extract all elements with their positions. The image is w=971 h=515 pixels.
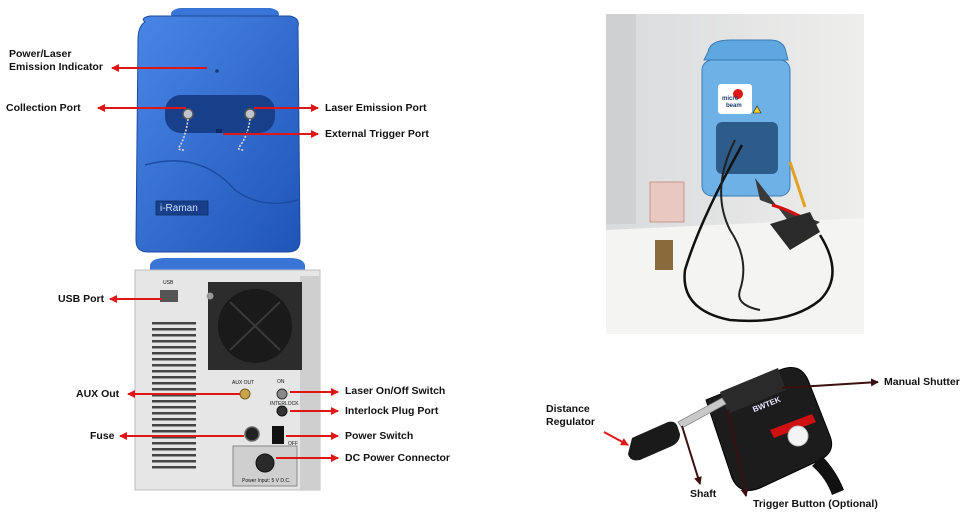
- probe-red-stripe: [770, 414, 816, 438]
- label-power-laser-indicator: Power/Laser Emission Indicator: [9, 48, 103, 73]
- usb-socket: [160, 290, 178, 302]
- fiber-cable-1: [683, 144, 834, 323]
- front-body: [135, 15, 301, 253]
- chain-right: [237, 118, 251, 151]
- vent-slots: [152, 322, 196, 469]
- trigger-button-disc: [787, 425, 809, 447]
- interlock-socket: [276, 405, 288, 417]
- power-rocker: [272, 426, 284, 444]
- table-surface: [606, 218, 864, 334]
- photo-logo-line1: micro: [722, 96, 739, 102]
- label-usb-port: USB Port: [58, 293, 105, 305]
- label-distance-regulator: Distance Regulator: [546, 403, 596, 428]
- label-shaft: Shaft: [690, 488, 717, 500]
- box-on-table: [649, 181, 685, 223]
- rear-aux-text: AUX OUT: [232, 380, 255, 386]
- label-external-trigger-port: External Trigger Port: [325, 128, 429, 140]
- photo-logo-box: [718, 84, 752, 114]
- stand-base: [655, 240, 673, 270]
- rear-view: [134, 258, 321, 491]
- label-aux-out: AUX Out: [76, 388, 120, 400]
- photo-logo-line2: beam: [726, 103, 742, 109]
- fiber-cable-2: [720, 139, 761, 311]
- label-laser-switch: Laser On/Off Switch: [345, 385, 446, 397]
- aux-out-connector: [239, 388, 251, 400]
- arrow-manual-shutter: [781, 378, 879, 389]
- label-collection-port: Collection Port: [6, 102, 81, 114]
- pen: [788, 161, 807, 208]
- label-dc-power-connector: DC Power Connector: [345, 452, 451, 464]
- photo-port-recess: [716, 122, 778, 174]
- port-recess: [165, 95, 275, 133]
- collection-port-connector: [182, 108, 194, 120]
- label-trigger-button: Trigger Button (Optional): [753, 498, 878, 510]
- screw: [206, 292, 214, 300]
- rear-interlock-text: INTERLOCK: [270, 401, 299, 407]
- rear-on-text: ON: [277, 379, 285, 385]
- arrow-shaft: [681, 425, 702, 485]
- probe-cable: [812, 456, 844, 495]
- body-curve: [144, 160, 299, 205]
- laser-key-switch: [276, 388, 288, 400]
- arrow-distance-regulator: [603, 431, 629, 446]
- laser-warning-sign: [752, 105, 762, 114]
- rear-off-text: OFF: [288, 441, 298, 447]
- front-view: [135, 8, 301, 253]
- probe-photo: [628, 367, 844, 495]
- annotation-arrows: [97, 64, 879, 497]
- label-laser-emission-port: Laser Emission Port: [325, 102, 427, 114]
- front-brand-text: i-Raman: [160, 203, 198, 214]
- dc-connector: [255, 453, 275, 473]
- chain-left: [177, 118, 189, 151]
- probe-shaft: [677, 397, 727, 429]
- label-fuse: Fuse: [90, 430, 115, 442]
- arrow-trigger-button: [727, 409, 749, 497]
- fuse-holder: [244, 426, 260, 442]
- rear-usb-text: USB: [163, 280, 174, 286]
- setup-photo: [606, 14, 864, 334]
- laser-port-connector: [244, 108, 256, 120]
- brand-badge: [155, 200, 209, 216]
- dc-panel: [232, 445, 298, 487]
- photo-probe: [770, 212, 820, 250]
- trigger-port: [216, 129, 222, 133]
- label-power-switch: Power Switch: [345, 430, 414, 442]
- label-manual-shutter: Manual Shutter: [884, 376, 960, 388]
- rear-power-input-text: Power Input: 5 V D.C.: [242, 478, 291, 484]
- distance-regulator-tip: [628, 421, 680, 461]
- photo-device-handle: [703, 39, 789, 61]
- indicator-led: [215, 69, 219, 73]
- label-interlock-port: Interlock Plug Port: [345, 405, 439, 417]
